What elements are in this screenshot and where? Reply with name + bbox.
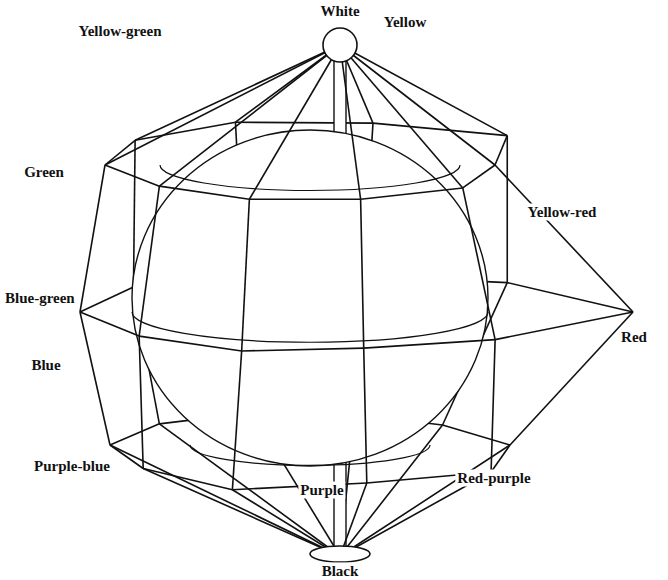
front-edge xyxy=(340,45,463,188)
back-edge xyxy=(235,121,373,124)
front-edge xyxy=(139,336,242,351)
hue-label: Red-purple xyxy=(455,470,532,487)
back-edge xyxy=(80,312,110,445)
front-edge xyxy=(143,469,232,490)
front-edge xyxy=(139,186,159,336)
front-edge xyxy=(364,348,367,483)
front-edge xyxy=(249,45,340,199)
hue-label: White xyxy=(318,3,361,20)
back-edge xyxy=(373,123,507,135)
front-edge xyxy=(242,199,250,351)
inner-sphere xyxy=(132,130,488,466)
front-edge xyxy=(105,165,159,186)
front-edge xyxy=(361,199,364,348)
front-edge xyxy=(249,198,360,200)
sphere-band xyxy=(190,445,430,465)
hue-label: Green xyxy=(22,164,66,181)
back-edge xyxy=(80,165,105,312)
front-edge xyxy=(139,336,143,468)
back-edge xyxy=(340,445,510,556)
front-edge xyxy=(80,312,139,336)
back-edge xyxy=(340,45,507,136)
black-base xyxy=(310,546,370,562)
front-edge xyxy=(364,340,495,349)
back-edge xyxy=(495,136,507,165)
hue-label: Blue-green xyxy=(3,290,77,307)
front-edge xyxy=(232,351,241,490)
back-edge xyxy=(495,165,633,312)
front-edge xyxy=(491,340,495,472)
front-edge xyxy=(491,445,510,472)
hue-label: Blue xyxy=(29,357,62,374)
front-edge xyxy=(495,312,633,340)
hue-label: Red xyxy=(619,329,649,346)
front-edge xyxy=(159,186,249,199)
front-edge xyxy=(159,45,340,186)
sphere-band xyxy=(160,165,460,191)
back-edge xyxy=(506,136,508,283)
hue-label: Black xyxy=(320,563,361,580)
white-pole xyxy=(323,28,357,62)
front-edge xyxy=(242,348,364,351)
front-edge xyxy=(232,490,340,556)
back-edge xyxy=(510,312,633,445)
back-edge xyxy=(507,283,633,312)
hue-label: Yellow xyxy=(382,14,429,31)
sphere-band xyxy=(132,312,488,342)
back-edge xyxy=(80,287,133,312)
hue-label: Purple-blue xyxy=(32,458,112,475)
hue-label: Purple xyxy=(298,482,345,499)
front-edge xyxy=(463,188,495,340)
front-edge xyxy=(361,188,463,199)
back-edge xyxy=(443,425,510,445)
back-edge xyxy=(110,424,159,445)
hue-label: Yellow-green xyxy=(76,23,163,40)
front-edge xyxy=(463,165,495,188)
front-edge xyxy=(110,445,143,469)
hue-label: Yellow-red xyxy=(526,204,599,221)
front-edge xyxy=(340,45,361,199)
